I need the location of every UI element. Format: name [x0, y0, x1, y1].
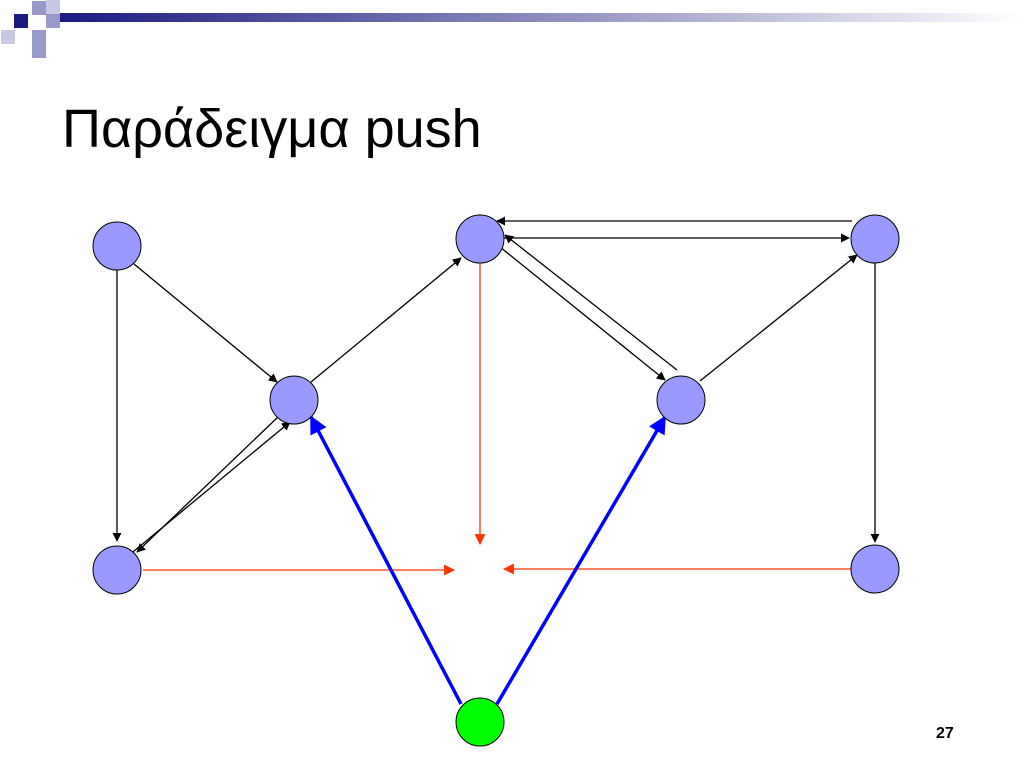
graph-node: [455, 214, 505, 264]
title-decoration-square: [46, 0, 60, 14]
title-decoration-square: [32, 30, 46, 44]
edge-n5-n2: [310, 257, 462, 383]
source-node: [455, 697, 505, 747]
title-decoration: [1, 0, 1024, 58]
title-decoration-square: [32, 44, 46, 58]
title-decoration-square: [46, 14, 60, 28]
graph-node: [269, 375, 319, 425]
edge-n2-n6: [499, 246, 666, 381]
page-number: 27: [936, 725, 954, 742]
edge-s-n5: [309, 415, 463, 705]
title-decoration-square: [14, 14, 28, 28]
graph-node: [92, 221, 142, 271]
edge-n6-n3: [699, 254, 858, 382]
graph-node: [850, 544, 900, 594]
edge-s-n6: [495, 415, 667, 705]
edge-n4-n5: [127, 421, 291, 557]
title-decoration-bar: [60, 13, 1024, 22]
graph-node: [92, 545, 142, 595]
edge-n6-n2: [504, 234, 678, 371]
title-decoration-square: [32, 1, 46, 15]
title-decoration-square: [1, 30, 15, 44]
graph-node: [656, 375, 706, 425]
graph-node: [850, 214, 900, 264]
slide-title: Παράδειγμα push: [62, 99, 482, 159]
edge-n1-n5: [133, 263, 278, 383]
